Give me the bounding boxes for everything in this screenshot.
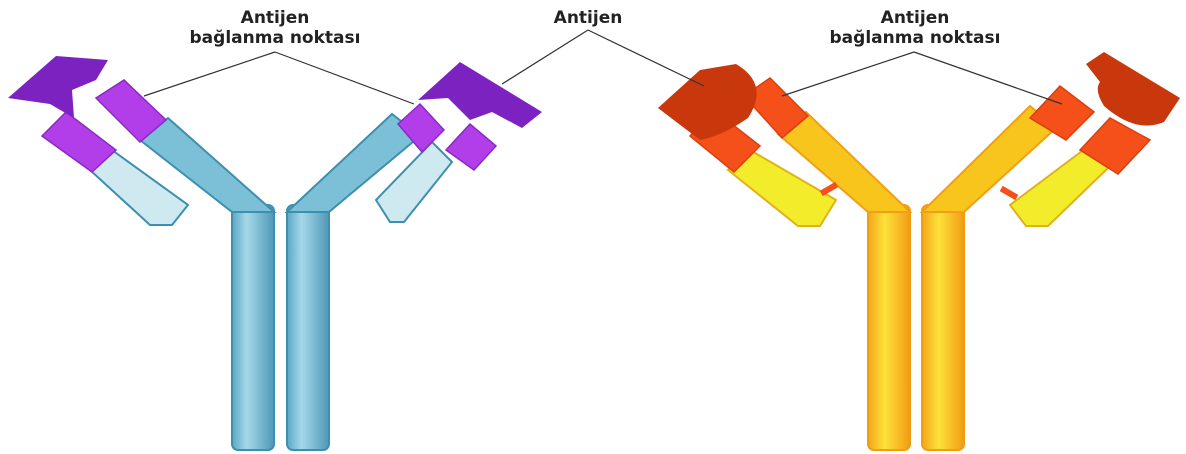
antigen-label: Antijen [528, 8, 648, 28]
right-heavy-stem-left [867, 204, 911, 451]
leader-left-to-left-site [143, 51, 276, 97]
right-variable-heavy-right [1028, 84, 1096, 141]
right-label-line2: bağlanma noktası [829, 28, 1001, 48]
left-light-chain-right [374, 140, 454, 223]
right-antibody [658, 52, 1180, 451]
right-heavy-stem-right [921, 204, 965, 451]
left-antigen-fragment [8, 56, 108, 118]
right-variable-light-right [1078, 117, 1152, 175]
right-hinge-left [819, 181, 839, 197]
leader-middle-to-left-antigen [501, 29, 589, 85]
left-antibody [8, 56, 542, 451]
leader-left-to-right-site [274, 51, 415, 105]
right-variable-heavy-left [742, 77, 810, 140]
left-label-line1: Antijen [240, 8, 310, 28]
left-label-line2: bağlanma noktası [189, 28, 361, 48]
left-variable-heavy-right [396, 102, 446, 154]
right-bound-antigen [658, 64, 757, 140]
right-hinge-right [999, 185, 1019, 201]
left-bound-antigen [418, 62, 542, 128]
left-variable-heavy-left [94, 79, 168, 144]
right-light-chain-right [1008, 146, 1110, 227]
leader-middle-to-right-antigen [587, 29, 705, 87]
leader-right-to-left-site [781, 51, 915, 97]
leader-lines [143, 29, 1063, 105]
left-variable-light-left [40, 111, 118, 173]
leader-right-to-right-site [913, 51, 1063, 105]
left-heavy-stem-left [231, 204, 275, 451]
left-variable-light-right [444, 122, 498, 171]
right-antigen-fragment [1086, 52, 1180, 126]
right-binding-site-label: Antijen bağlanma noktası [790, 8, 1040, 48]
left-heavy-stem-right [286, 204, 330, 451]
left-binding-site-label: Antijen bağlanma noktası [150, 8, 400, 48]
right-label-line1: Antijen [880, 8, 950, 28]
middle-label: Antijen [553, 8, 623, 28]
